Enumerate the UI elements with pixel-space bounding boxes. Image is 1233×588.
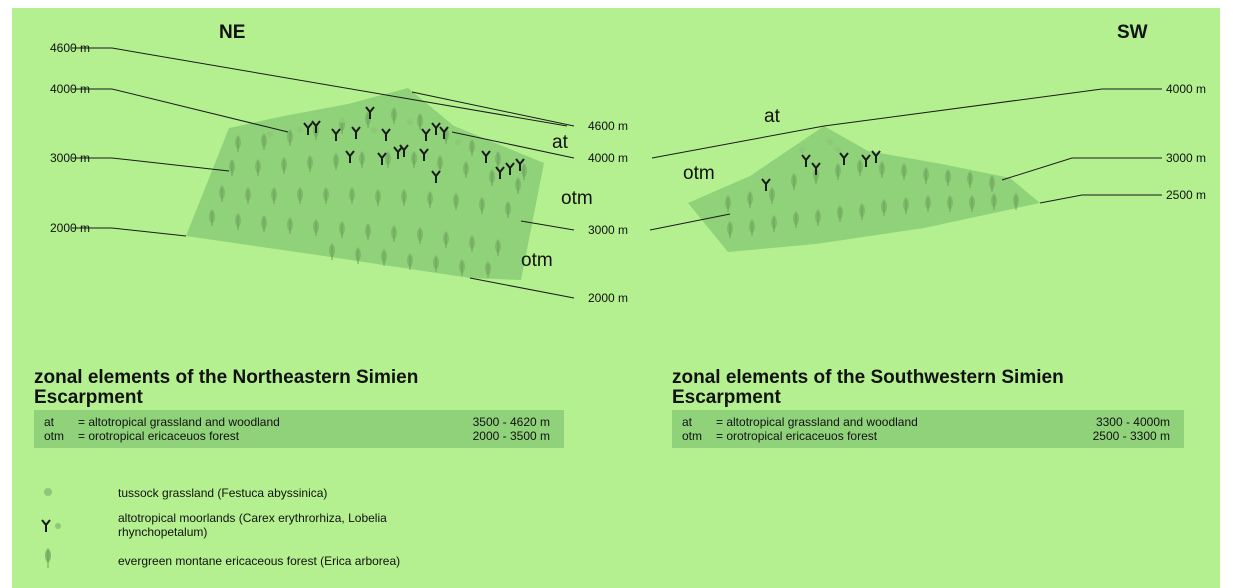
legend-item-moorland: altotropical moorlands (Carex erythrorhi… — [118, 511, 387, 539]
sw-slope-profile — [688, 126, 1040, 252]
legend-item-tussock: tussock grassland (Festuca abyssinica) — [118, 486, 328, 500]
table-row: at = altotropical grassland and woodland… — [682, 415, 1170, 429]
escarpment-profile-diagram — [72, 47, 1162, 299]
legend-icons — [41, 488, 61, 568]
ne-zone-otm-label: otm — [561, 188, 593, 209]
ne-section-title: zonal elements of the Northeastern Simie… — [34, 367, 419, 408]
ne-altitude-label: 3000 m — [50, 151, 91, 165]
sw-zone-table: at = altotropical grassland and woodland… — [672, 410, 1184, 448]
ne-altitude-label: 2000 m — [50, 221, 91, 235]
table-row: otm = orotropical ericaceuos forest 2500… — [682, 429, 1170, 443]
ne-zone-table: at = altotropical grassland and woodland… — [34, 410, 564, 448]
moorland-icon — [41, 519, 61, 532]
center-altitude-label: 4000 m — [588, 151, 629, 165]
ne-direction-label: NE — [219, 22, 246, 43]
sw-direction-label: SW — [1117, 22, 1148, 43]
center-altitude-label: 3000 m — [588, 223, 629, 237]
center-altitude-label: 4600 m — [588, 119, 629, 133]
table-row: otm = orotropical ericaceuos forest 2000… — [44, 429, 550, 443]
altitude-leader-lines — [72, 47, 1162, 299]
legend-item-forest: evergreen montane ericaceous forest (Eri… — [118, 554, 401, 568]
table-row: at = altotropical grassland and woodland… — [44, 415, 550, 429]
ne-altitude-label: 4600 m — [50, 41, 91, 55]
sw-altitude-label: 3000 m — [1166, 151, 1207, 165]
ne-slope-profile — [186, 88, 544, 280]
sw-section-title: zonal elements of the Southwestern Simie… — [672, 367, 1064, 408]
diagram-canvas: NE SW 4600 m 4000 m 3000 m 2000 m 4600 m… — [12, 8, 1220, 588]
forest-icon — [45, 548, 51, 568]
ne-zone-otm-label: otm — [521, 250, 553, 271]
sw-altitude-label: 4000 m — [1166, 82, 1207, 96]
sw-altitude-label: 2500 m — [1166, 188, 1207, 202]
center-altitude-label: 2000 m — [588, 291, 629, 305]
sw-zone-otm-label: otm — [683, 163, 715, 184]
sw-zone-at-label: at — [764, 106, 780, 127]
ne-zone-at-label: at — [552, 132, 568, 153]
tussock-icon — [44, 488, 52, 496]
ne-altitude-label: 4000 m — [50, 82, 91, 96]
